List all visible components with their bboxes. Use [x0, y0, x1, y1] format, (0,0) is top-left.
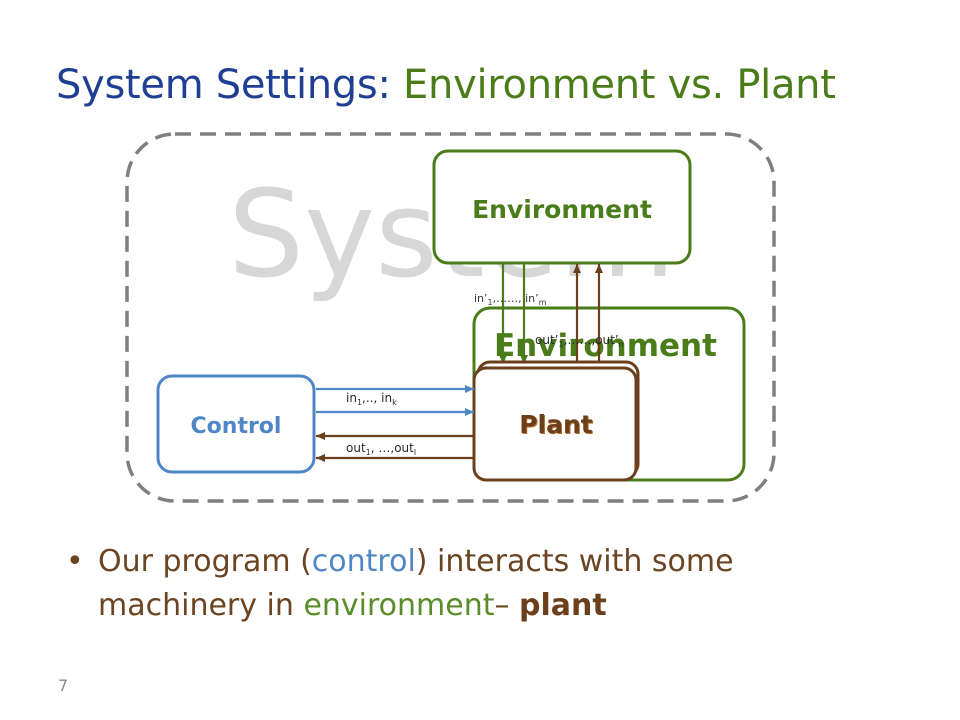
- in-prime-label: in’1,……, in’m: [474, 292, 547, 307]
- control-box: [156, 374, 316, 474]
- control-label: Control: [191, 414, 282, 439]
- bullet-seg-dash: –: [494, 588, 520, 623]
- slide-title: System Settings: Environment vs. Plant: [56, 62, 836, 108]
- plant-label-back: Plant: [520, 411, 594, 440]
- bullet-seg-plain-1: Our program (: [98, 544, 312, 579]
- page-number: 7: [58, 676, 69, 695]
- bullet-item: • Our program (control) interacts with s…: [66, 540, 886, 628]
- bullet-seg-environment: environment: [303, 588, 495, 623]
- plant-label-front: Plant: [519, 410, 593, 439]
- bullet-text: Our program (control) interacts with som…: [98, 540, 886, 628]
- in-label: in1,.., ink: [346, 391, 397, 407]
- title-part-system-settings: System Settings:: [56, 62, 391, 108]
- bullet-dot-icon: •: [66, 544, 84, 579]
- plant-box-front: [472, 366, 638, 482]
- environment-top-box: [432, 149, 692, 265]
- bullet-seg-control: control: [311, 544, 416, 579]
- system-boundary: [125, 132, 776, 503]
- bullet-seg-plain-2: ) interacts with some machinery in: [98, 544, 734, 623]
- out-prime-label: out’1,……,out’n: [535, 333, 624, 349]
- out-label: out1, …,outl: [346, 441, 416, 457]
- bullet-seg-plant: plant: [519, 588, 607, 623]
- environment-right-label: Environment: [494, 328, 717, 364]
- title-part-environment-vs-plant: Environment vs. Plant: [403, 62, 836, 108]
- environment-top-label: Environment: [472, 195, 652, 224]
